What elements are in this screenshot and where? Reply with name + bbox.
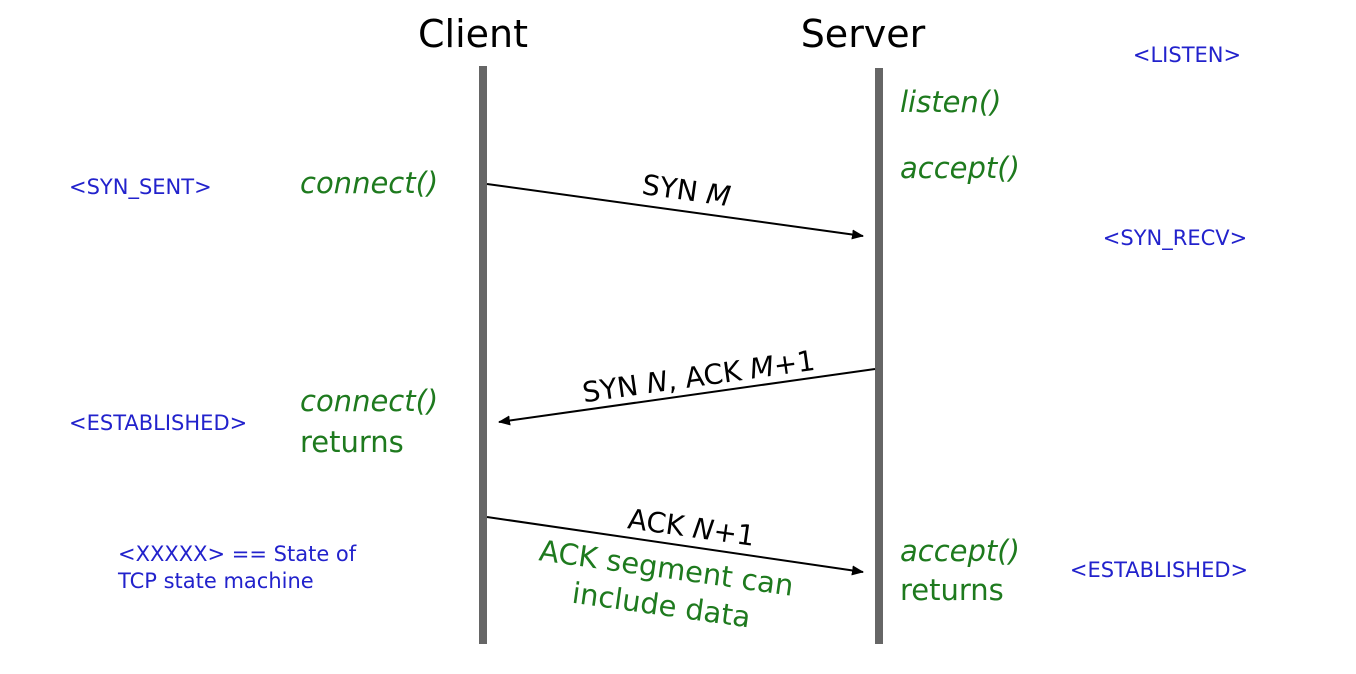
state-syn-sent: <SYN_SENT>: [69, 175, 212, 200]
call-accept: accept(): [900, 151, 1020, 185]
legend-line-2: TCP state machine: [117, 569, 314, 593]
label-ack: ACK N+1: [626, 502, 757, 552]
call-accept-returns-label: returns: [900, 573, 1004, 607]
state-listen: <LISTEN>: [1133, 43, 1241, 67]
call-accept-returns: accept(): [900, 534, 1020, 568]
state-syn-recv: <SYN_RECV>: [1103, 226, 1247, 251]
arrow-syn-ack: [498, 368, 876, 426]
state-server-established: <ESTABLISHED>: [1070, 558, 1248, 582]
state-client-established: <ESTABLISHED>: [69, 411, 247, 435]
arrow-ack: [486, 516, 864, 576]
client-header: Client: [418, 12, 528, 56]
legend-line-1: <XXXXX> == State of: [118, 542, 357, 566]
arrow-syn: [486, 183, 864, 240]
server-header: Server: [801, 12, 926, 56]
call-listen: listen(): [900, 85, 1001, 119]
call-connect-returns-label: returns: [300, 425, 404, 459]
call-connect: connect(): [300, 166, 438, 200]
call-connect-returns: connect(): [300, 384, 438, 418]
label-syn-ack: SYN N, ACK M+1: [580, 344, 817, 409]
